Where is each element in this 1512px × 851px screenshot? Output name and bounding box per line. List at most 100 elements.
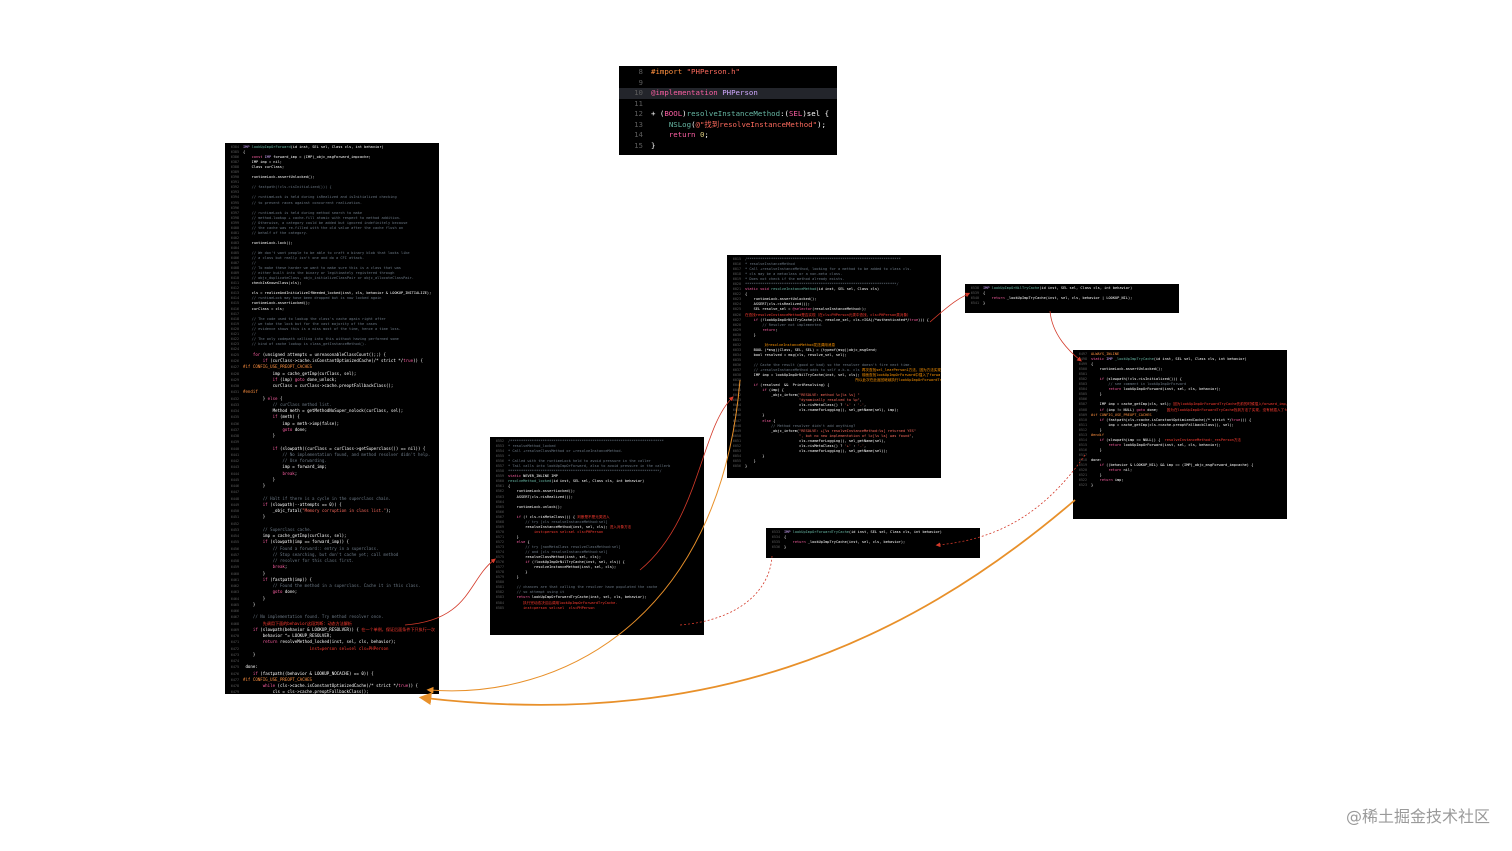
code-token: (fastpath((behavior & LOOKUP_NOCACHE) ==… [260,670,374,676]
line-number: 6396 [230,205,239,210]
code-token: resolveInstanceMethod [770,287,817,292]
code-token: ); [817,119,826,129]
line-number: 6464 [230,596,239,601]
code-line: 6513#endif [1073,433,1287,438]
code-line: 6437 goto done; [225,427,439,433]
code-line: 6037 // +resolveInstanceMethod adds to s… [727,368,941,373]
code-token: if [272,445,280,451]
line-number: 6501 [1078,372,1087,377]
line-number: 6463 [230,590,239,595]
code-token: // The code used to lookup the class's c… [243,316,386,321]
code-token [1091,418,1100,422]
line-number: 6421 [230,331,239,336]
code-token: ****************************************… [508,469,662,474]
code-token: } [243,395,268,401]
line-number: 6406 [230,256,239,261]
line-number: 6478 [230,684,239,689]
line-number: 6028 [732,322,741,327]
code-line: 6472 inst=person sel=sel cls=PHPerson [225,646,439,652]
code-token: // fastpath(!cls->isInitialized())) { [243,185,332,190]
code-token: // No implementation found, and method r… [243,451,431,457]
code-line: 6446 } [225,483,439,489]
line-number: 6414 [230,296,239,301]
code-token: Class curClass; [243,165,285,170]
code-token: } [784,545,787,550]
code-token: // kind of cache lookup is class_getInst… [243,341,367,346]
code-token: 所以此次在此返回继续执行lookUpImpOrForwardTryCache [745,378,941,383]
code-line: 6440 if (slowpath((curClass = curClass->… [225,446,439,452]
code-token: (fastpath(cls->cache.isConstantOptimized… [1106,417,1232,422]
code-line: 6427#if CONFIG_USE_PREOPT_CACHES [225,364,439,370]
code-line: 6016* resolveInstanceMethod [727,262,941,267]
line-number: 6538 [970,286,979,290]
code-token: { [243,150,246,155]
code-token: SEL [788,109,803,118]
code-token: (id inst, SEL sel, Class cls, int behavi… [848,530,942,534]
code-token [745,318,754,322]
line-number: 6401 [230,230,239,235]
code-line: 6406 // a class but really isn't one and… [225,256,439,261]
code-line: 6434 Method meth = getMethodNoSuper_nolo… [225,408,439,414]
code-token: * Does not check if the method already e… [745,277,845,282]
line-number: 6391 [230,180,239,185]
code-token: _lookUpImpTryCache(inst, sel, cls, behav… [807,540,906,545]
code-token: cls->nameForLogging(), sel_getName(sel),… [745,408,899,413]
code-line: 14 return 0; [619,130,837,141]
line-number: 6435 [230,415,239,420]
line-number: 6419 [230,321,239,326]
code-token: ; [294,470,298,476]
code-token: ALWAYS_INLINE [1091,352,1120,356]
code-token: (id inst, SEL sel, Class cls, int behavi… [290,145,384,149]
code-token: } [745,458,756,463]
line-number: 6030 [732,332,741,337]
code-token: // The only codepath calling into this w… [243,336,399,341]
code-token: if [1099,417,1107,422]
line-number: 6016 [732,262,741,267]
line-number: 6514 [1078,437,1087,442]
code-token: (slowpath(imp == forward_imp)) { [270,539,349,545]
code-token [1091,443,1108,447]
code-line: 6471 return resolveMethod_locked(inst, s… [225,639,439,645]
code-token: goto [282,426,295,432]
line-number: 6502 [1078,377,1087,382]
code-token: } [745,453,765,458]
line-number: 6056 [732,463,741,468]
code-token [243,377,273,382]
code-token: for [252,351,263,357]
code-line: 6466 [225,608,439,614]
code-token: break [272,564,285,570]
code-token: // +resolveInstanceMethod adds to self a… [745,368,860,373]
code-token: )) { [408,683,419,689]
code-line: 6428 imp = cache_getImp(curClass, sel); [225,371,439,377]
code-line: 6454 imp = cache_getImp(curClass, sel); [225,533,439,539]
code-line: 13 NSLog(@"找到resolveInstanceMethod"); [619,120,837,131]
line-number: 6390 [230,175,239,180]
code-line: 6508 if (imp != NULL) goto done; 因为在look… [1073,408,1287,413]
code-token: { [745,292,748,297]
code-token: return [516,595,532,600]
code-line: 6458 // resolver for this class first. [225,558,439,564]
code-token: SEL resolve_sel = [745,307,793,312]
code-token: } [243,514,266,520]
line-number: 6516 [1078,447,1087,452]
code-token: IMP [243,145,252,149]
code-line: 6029 return; [727,328,941,333]
code-line: 6459 break; [225,564,439,570]
code-token [745,328,762,332]
line-number: 6429 [230,377,239,382]
code-line: 6523} [1073,483,1287,488]
code-token: ; [284,564,288,570]
line-number: 6477 [230,677,239,682]
code-line: 6443 imp = forward_imp; [225,464,439,470]
code-token: @"找到resolveInstanceMethod" [695,119,818,129]
code-token: * Tail calls into lookUpImpOrForward, al… [508,464,671,469]
code-token: imp; [1114,478,1124,483]
code-line: 6395 // to prevent races against concurr… [225,201,439,206]
line-number: 10 [634,88,643,97]
code-line: 6468 先调用下面的behavior这段判断：动态方法解析 [225,621,439,627]
code-token: return [762,327,776,332]
line-number: 6465 [230,602,239,607]
code-token: // Found a forward:: entry in a supercla… [243,545,379,551]
